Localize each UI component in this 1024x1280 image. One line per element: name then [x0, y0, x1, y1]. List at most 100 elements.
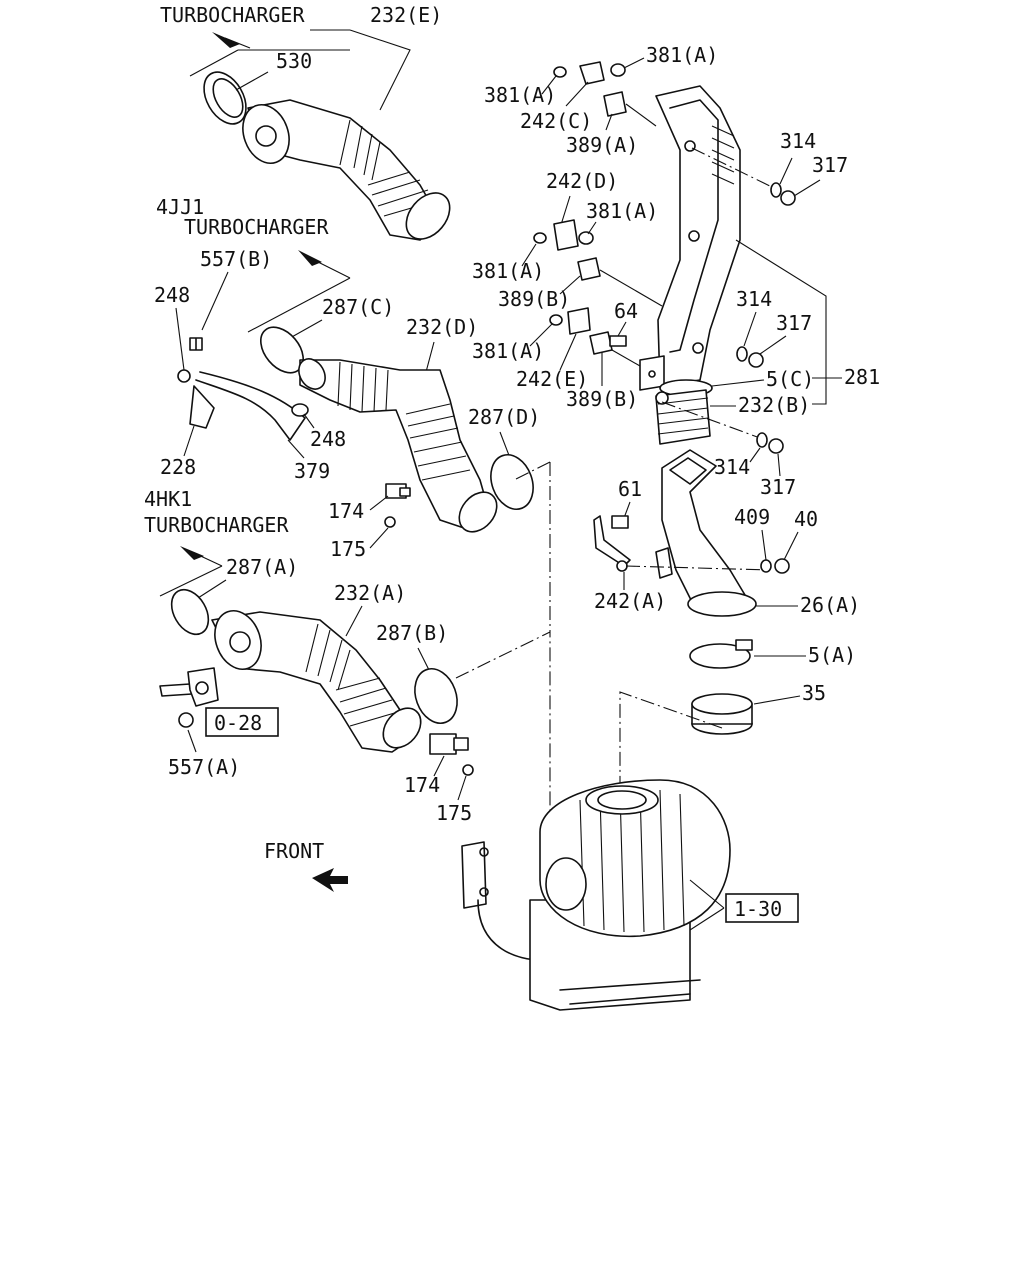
sensor-174-bottom — [429, 733, 469, 755]
label-5c: 5(C) — [766, 367, 814, 391]
label-174-bottom: 174 — [404, 773, 440, 797]
leader-130 — [689, 879, 725, 931]
washer-314-c — [756, 432, 768, 448]
label-4hk1: 4HK1 — [144, 487, 192, 511]
label-64: 64 — [614, 299, 638, 323]
hardware-top — [553, 61, 627, 117]
hose-232d — [298, 358, 498, 533]
hardware-mid — [533, 219, 601, 281]
nut-317-a — [780, 190, 796, 206]
label-5a: 5(A) — [808, 643, 856, 667]
ref-box-130 — [725, 893, 799, 923]
label-281: 281 — [844, 365, 880, 389]
hose-232a — [211, 605, 422, 753]
bracket-281 — [735, 239, 827, 405]
label-381a-5: 381(A) — [472, 339, 544, 363]
label-389b-2: 389(B) — [566, 387, 638, 411]
label-381a-4: 381(A) — [472, 259, 544, 283]
label-232e: 232(E) — [370, 3, 442, 27]
label-314-a: 314 — [780, 129, 816, 153]
pipe-379 — [177, 337, 309, 441]
bolt-near-232b — [655, 391, 669, 405]
label-ref-028: 0-28 — [214, 711, 262, 735]
label-front: FRONT — [264, 839, 324, 863]
label-174-top: 174 — [328, 499, 364, 523]
label-389b-1: 389(B) — [498, 287, 570, 311]
hose-232e — [203, 29, 451, 241]
label-242e: 242(E) — [516, 367, 588, 391]
label-242a: 242(A) — [594, 589, 666, 613]
label-35: 35 — [802, 681, 826, 705]
nut-317-b — [748, 352, 764, 368]
label-175-bottom: 175 — [436, 801, 472, 825]
bolt-557a — [178, 712, 194, 728]
label-314-c: 314 — [714, 455, 750, 479]
clamp-5a — [689, 643, 751, 669]
label-248-top: 248 — [154, 283, 190, 307]
washer-314-b — [736, 346, 748, 362]
hardware-low — [549, 307, 627, 355]
label-turbocharger-4jj1: TURBOCHARGER — [184, 215, 329, 239]
washer-409 — [760, 559, 772, 573]
label-409: 409 — [734, 505, 770, 529]
label-228: 228 — [160, 455, 196, 479]
label-4jj1: 4JJ1 — [156, 195, 204, 219]
label-381a-1: 381(A) — [646, 43, 718, 67]
turbo-arrow-top — [189, 32, 350, 77]
centerline-409 — [625, 565, 771, 571]
turbo-arrow-4jj1 — [247, 250, 351, 333]
label-389a: 389(A) — [566, 133, 638, 157]
label-557a: 557(A) — [168, 755, 240, 779]
label-314-b: 314 — [736, 287, 772, 311]
clamp-287b — [414, 668, 458, 724]
label-317-b: 317 — [776, 311, 812, 335]
label-26a: 26(A) — [800, 593, 860, 617]
centerline-314a — [691, 147, 775, 189]
label-287c: 287(C) — [322, 295, 394, 319]
hose-26a — [655, 449, 757, 617]
nut-317-c — [768, 438, 784, 454]
bolt-175-top — [384, 516, 396, 528]
label-379: 379 — [294, 459, 330, 483]
label-317-c: 317 — [760, 475, 796, 499]
washer-314-a — [770, 182, 782, 198]
ring-35 — [691, 693, 753, 735]
label-turbocharger-4hk1: TURBOCHARGER — [144, 513, 289, 537]
label-381a-2: 381(A) — [484, 83, 556, 107]
label-287d: 287(D) — [468, 405, 540, 429]
turbo-arrow-4hk1 — [159, 546, 223, 597]
clamp-5a-screw — [735, 639, 753, 651]
clamp-287d — [490, 454, 534, 510]
clamp-287a — [170, 588, 210, 636]
duct-281 — [639, 85, 741, 391]
label-287a: 287(A) — [226, 555, 298, 579]
bracket-242a — [593, 515, 631, 572]
label-381a-3: 381(A) — [586, 199, 658, 223]
front-arrow-icon — [312, 868, 348, 892]
label-232d: 232(D) — [406, 315, 478, 339]
ref-box-028 — [205, 707, 279, 737]
air-cleaner-assembly — [461, 779, 731, 1011]
label-242c: 242(C) — [520, 109, 592, 133]
label-turbocharger-top: TURBOCHARGER — [160, 3, 305, 27]
nut-40 — [774, 558, 790, 574]
label-61: 61 — [618, 477, 642, 501]
label-317-a: 317 — [812, 153, 848, 177]
label-530: 530 — [276, 49, 312, 73]
label-248-bottom: 248 — [310, 427, 346, 451]
bracket-028 — [159, 667, 219, 707]
label-ref-130: 1-30 — [734, 897, 782, 921]
label-242d: 242(D) — [546, 169, 618, 193]
hose-232b — [655, 389, 711, 445]
label-40: 40 — [794, 507, 818, 531]
bolt-175-bottom — [462, 764, 474, 776]
centerline-35 — [619, 691, 723, 800]
label-232a: 232(A) — [334, 581, 406, 605]
centerline-314c — [661, 401, 761, 439]
label-557b: 557(B) — [200, 247, 272, 271]
sensor-174-top — [385, 483, 411, 499]
label-175-top: 175 — [330, 537, 366, 561]
label-232b: 232(B) — [738, 393, 810, 417]
label-287b: 287(B) — [376, 621, 448, 645]
